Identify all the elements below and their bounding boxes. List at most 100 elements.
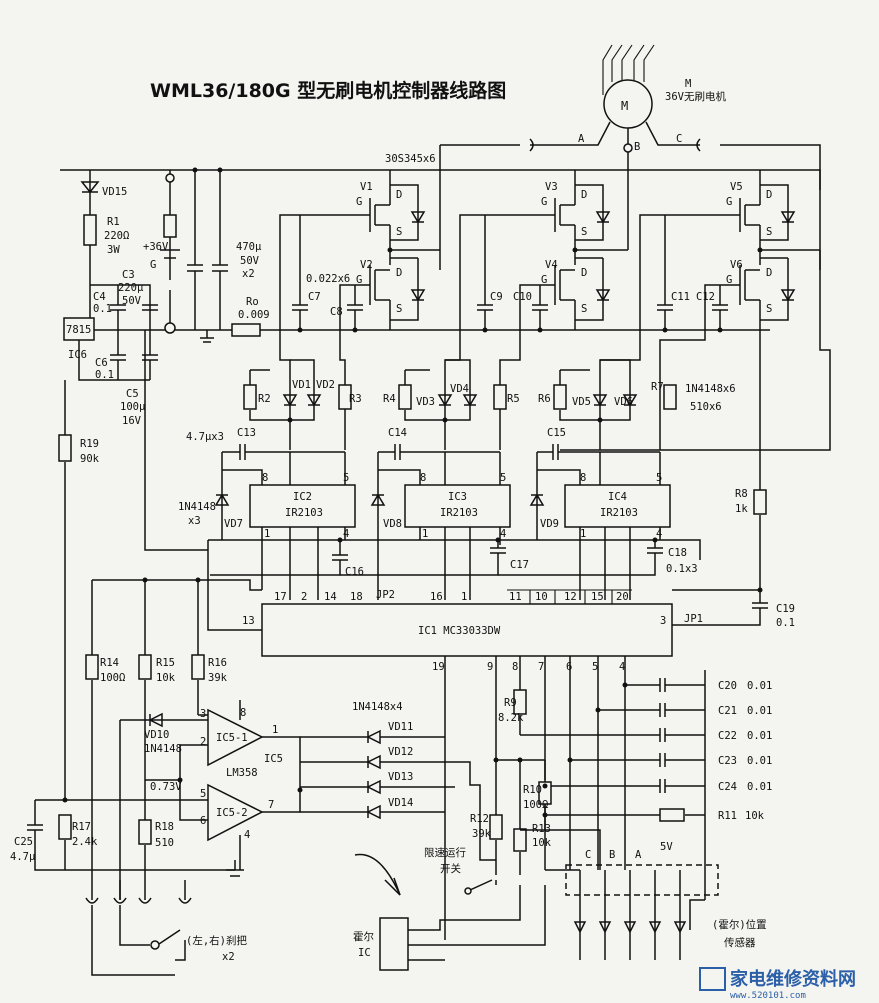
v3-label: V3 bbox=[545, 181, 558, 193]
ic1-pin17: 17 bbox=[274, 591, 287, 603]
ic1-pin15: 15 bbox=[591, 591, 604, 603]
vd1-label: VD1 bbox=[292, 379, 311, 391]
ic2-pin8: 8 bbox=[262, 472, 268, 484]
motor-m-label: M bbox=[685, 78, 691, 90]
ic5-chip: IC5 bbox=[264, 753, 283, 765]
bootstrap-diode-note: 1N4148 bbox=[178, 501, 216, 513]
op-pin1: 1 bbox=[272, 724, 278, 736]
r3-label: R3 bbox=[349, 393, 362, 405]
v4-source: S bbox=[581, 303, 587, 315]
vd13-label: VD13 bbox=[388, 771, 413, 783]
r10-label: R10 bbox=[523, 784, 542, 796]
v1-label: V1 bbox=[360, 181, 373, 193]
ic2-pin4: 4 bbox=[343, 528, 349, 540]
v4-gate: G bbox=[541, 274, 547, 286]
op-pin2: 2 bbox=[200, 736, 206, 748]
r16-value: 39k bbox=[208, 672, 228, 684]
speed-switch-line1: 限速运行 bbox=[424, 846, 466, 859]
ic4-name: IC4 bbox=[608, 491, 627, 503]
v6-label: V6 bbox=[730, 259, 743, 271]
op-pin5: 5 bbox=[200, 788, 206, 800]
ro-label: Ro bbox=[246, 296, 259, 308]
c16-label: C16 bbox=[345, 566, 364, 578]
left-analog: R19 90k R14 100Ω R15 10k R16 39k R18 510… bbox=[10, 330, 262, 880]
brake-label: (左,右)刹把 bbox=[186, 934, 247, 947]
ic5-1-triangle bbox=[207, 708, 264, 767]
v5-label: V5 bbox=[730, 181, 743, 193]
hall-pin-a: A bbox=[635, 849, 642, 861]
ic3-pin5: 5 bbox=[500, 472, 506, 484]
hall-pin-c: C bbox=[585, 849, 591, 861]
ic5-part: LM358 bbox=[226, 767, 258, 779]
ic1-pin10: 10 bbox=[535, 591, 548, 603]
vd2-label: VD2 bbox=[316, 379, 335, 391]
v2-source: S bbox=[396, 303, 402, 315]
watermark-text: 家电维修资料网 bbox=[730, 968, 856, 990]
c3-value: 220μ bbox=[118, 282, 144, 294]
vd6-label: VD6 bbox=[614, 396, 633, 408]
bootstrap-note: 4.7μx3 bbox=[186, 431, 224, 443]
ic5-2-triangle bbox=[207, 783, 264, 842]
gate-cap-note: 0.022x6 bbox=[306, 273, 350, 285]
ic1-pin9: 9 bbox=[487, 661, 493, 673]
v3-drain: D bbox=[581, 189, 587, 201]
v3-source: S bbox=[581, 226, 587, 238]
op-pin4: 4 bbox=[244, 829, 250, 841]
phase-a-label: A bbox=[578, 133, 585, 145]
motor-label: 36V无刷电机 bbox=[665, 90, 726, 103]
or-diode-note: 1N4148x4 bbox=[352, 701, 403, 713]
c6-label: C6 bbox=[95, 357, 108, 369]
feedback-resistors: R9 8.2k R10 100Ω R12 39k R13 10k bbox=[470, 656, 601, 875]
ic3-part: IR2103 bbox=[440, 507, 478, 519]
vd7-label: VD7 bbox=[224, 518, 243, 530]
r8-label: R8 bbox=[735, 488, 748, 500]
driver-section: 4.7μx3 C13 C14 C15 1N4148 x3 VD7 VD8 VD9… bbox=[178, 427, 701, 600]
op-pin3: 3 bbox=[200, 708, 206, 720]
op-pin6: 6 bbox=[200, 815, 206, 827]
r2-label: R2 bbox=[258, 393, 271, 405]
c3-voltage: 50V bbox=[122, 295, 142, 307]
ic1-pin20: 20 bbox=[616, 591, 629, 603]
c4-value: 0.1 bbox=[93, 303, 112, 315]
hall-ic-label: 霍尔 bbox=[353, 930, 374, 943]
v6-gate: G bbox=[726, 274, 732, 286]
ic1-name: IC1 MC33033DW bbox=[418, 625, 501, 637]
vd10-part: 1N4148 bbox=[144, 743, 182, 755]
c5-label: C5 bbox=[126, 388, 139, 400]
vd3-label: VD3 bbox=[416, 396, 435, 408]
r10-value: 100Ω bbox=[523, 799, 548, 811]
ic3-pin8: 8 bbox=[420, 472, 426, 484]
c9-label: C9 bbox=[490, 291, 503, 303]
ic1-pin2: 2 bbox=[301, 591, 307, 603]
vd8-label: VD8 bbox=[383, 518, 402, 530]
c15-label: C15 bbox=[547, 427, 566, 439]
c19-label: C19 bbox=[776, 603, 795, 615]
ic1-pin8: 8 bbox=[512, 661, 518, 673]
hall-sensor-title: (霍尔)位置 bbox=[712, 918, 767, 931]
c22-label: C22 bbox=[718, 730, 737, 742]
r11-value: 10k bbox=[745, 810, 765, 822]
r13-label: R13 bbox=[532, 823, 551, 835]
diagram-title: WML36/180G 型无刷电机控制器线路图 bbox=[150, 79, 506, 102]
vd5-label: VD5 bbox=[572, 396, 591, 408]
c17-label: C17 bbox=[510, 559, 529, 571]
regulator-label: 7815 bbox=[66, 324, 91, 336]
v1-gate: G bbox=[356, 196, 362, 208]
c19-value: 0.1 bbox=[776, 617, 795, 629]
vref-label: 0.73V bbox=[150, 781, 182, 793]
vd4-label: VD4 bbox=[450, 383, 469, 395]
bootstrap-diode-count: x3 bbox=[188, 515, 201, 527]
v1-drain: D bbox=[396, 189, 402, 201]
mosfet-note: 30S345x6 bbox=[385, 153, 436, 165]
ic4-part: IR2103 bbox=[600, 507, 638, 519]
v1-source: S bbox=[396, 226, 402, 238]
c25-value: 4.7μ bbox=[10, 851, 36, 863]
speed-switch-line2: 开关 bbox=[440, 862, 461, 875]
watermark-url: www.520101.com bbox=[730, 991, 806, 1001]
r12-value: 39k bbox=[472, 828, 492, 840]
r6-label: R6 bbox=[538, 393, 551, 405]
r19-value: 90k bbox=[80, 453, 100, 465]
vd15-label: VD15 bbox=[102, 186, 127, 198]
